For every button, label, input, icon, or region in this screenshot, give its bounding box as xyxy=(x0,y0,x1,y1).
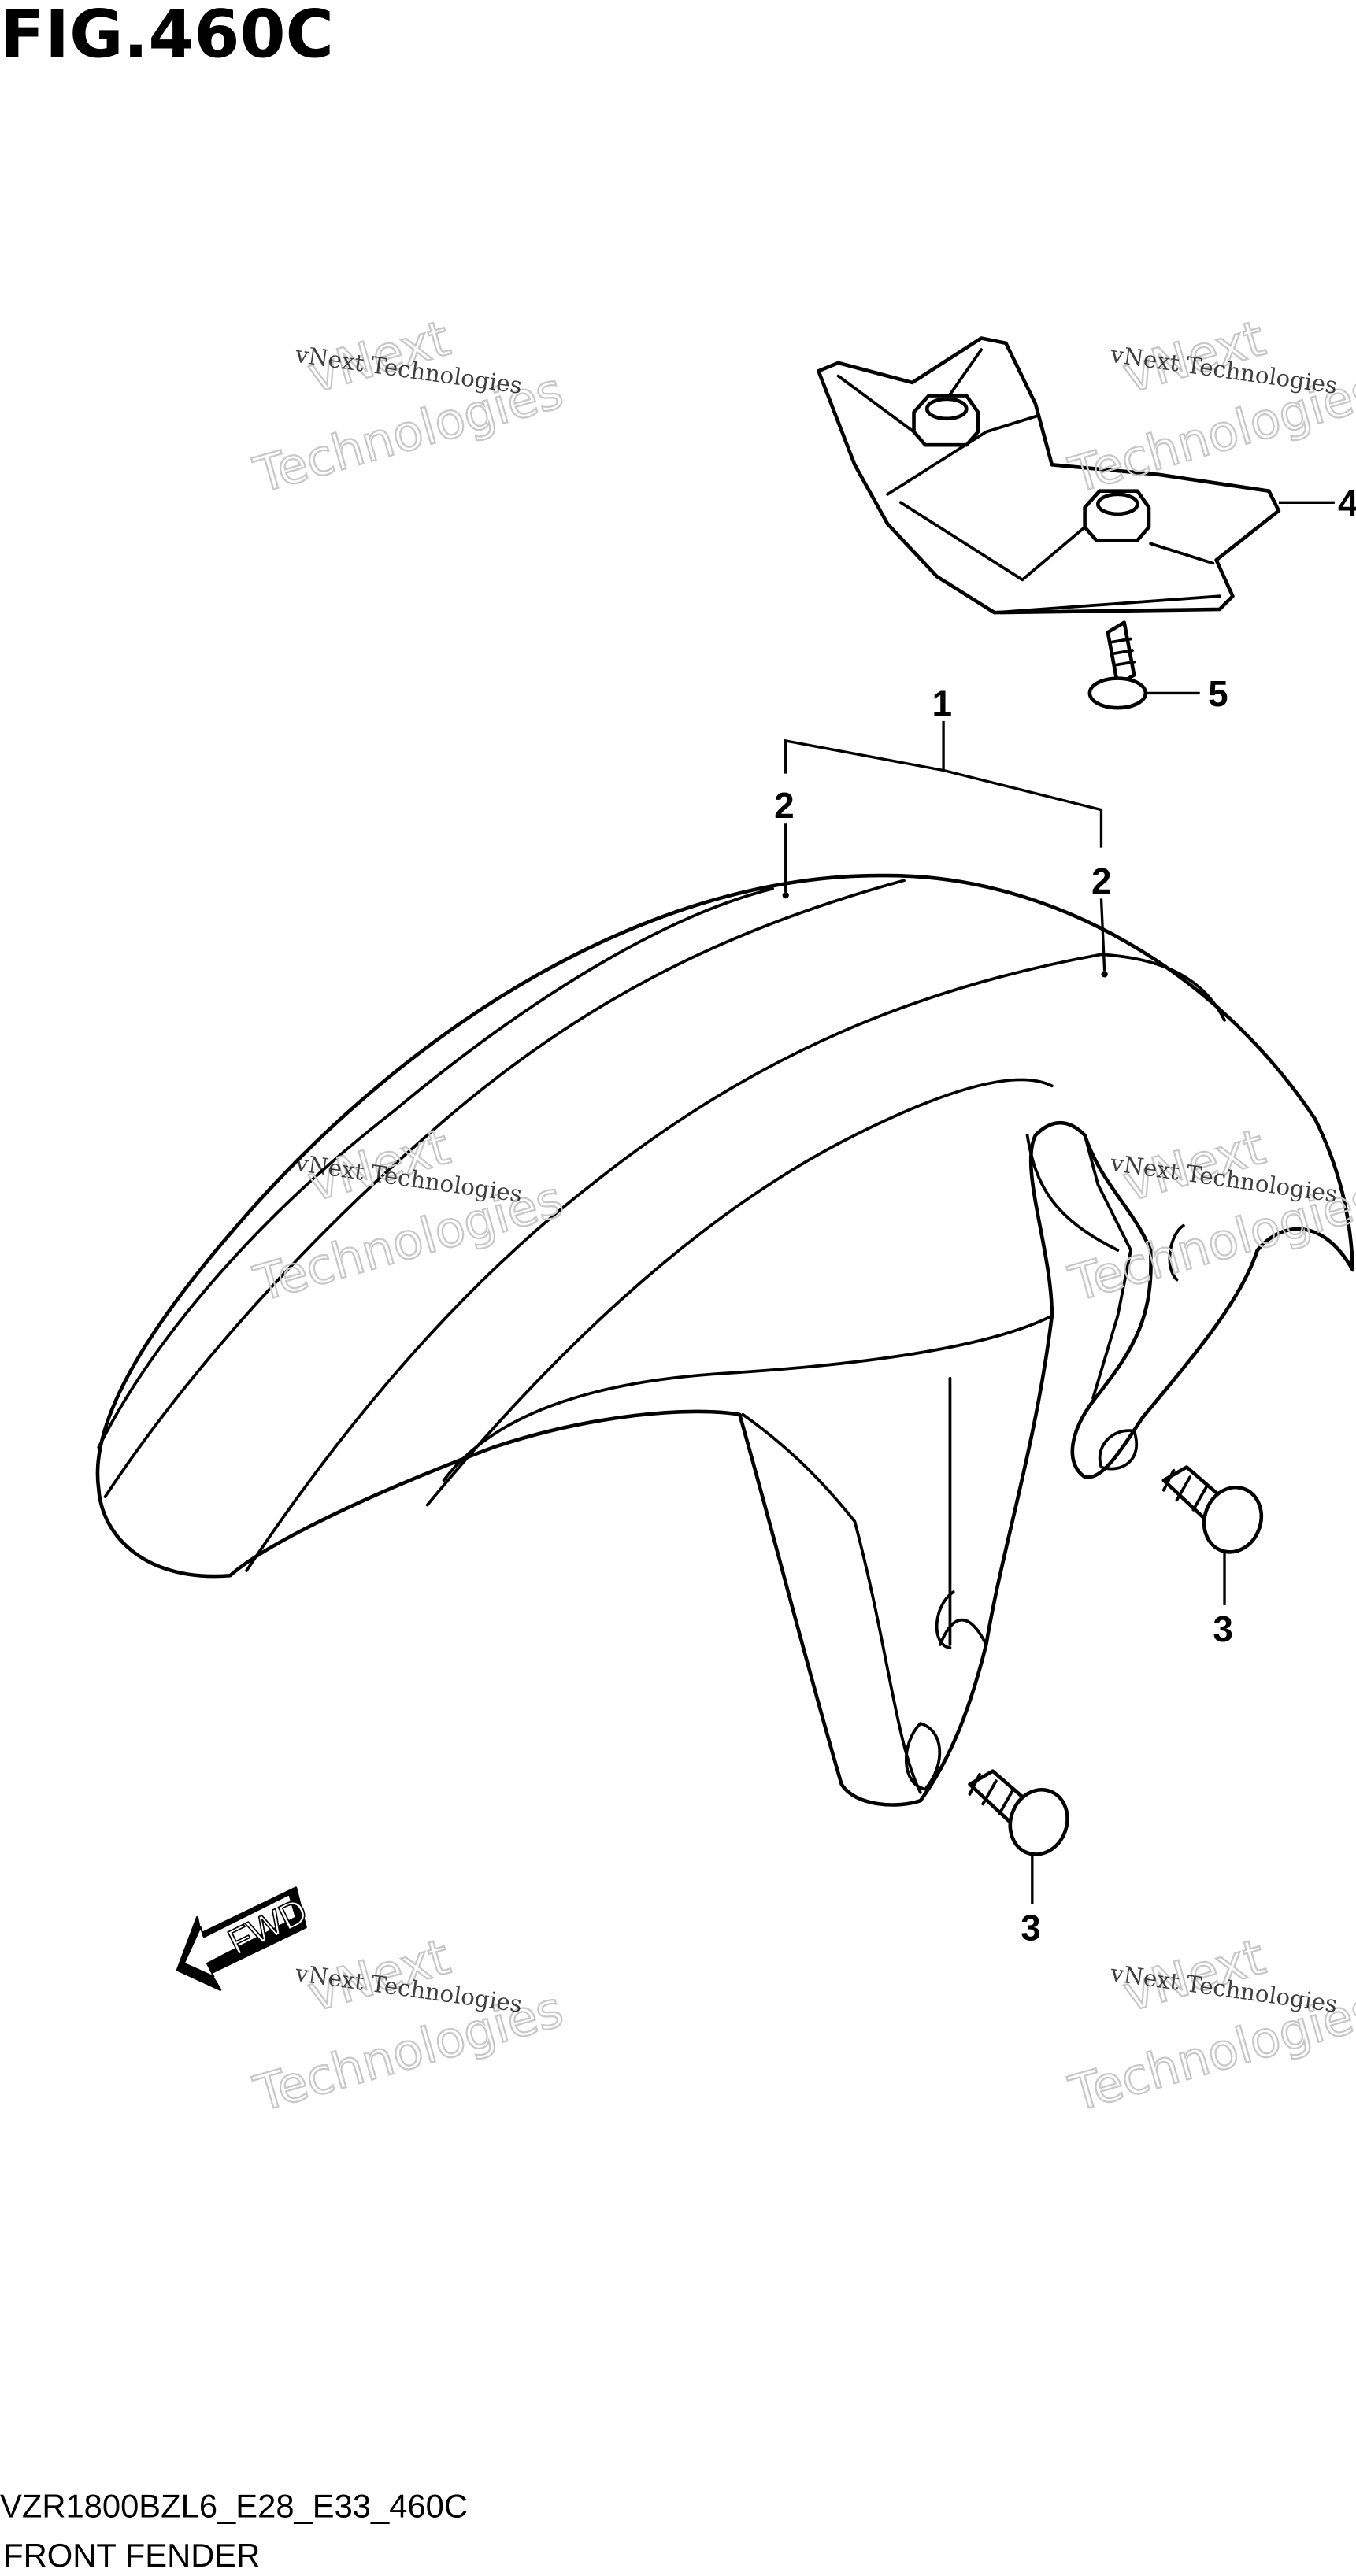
watermark-bottom-left: vNext Technologies vNext Technologies xyxy=(247,1927,570,2124)
model-code: VZR1800BZL6_E28_E33_460C xyxy=(0,2487,468,2524)
callout-1: 1 xyxy=(932,683,952,724)
part-1-front-fender[interactable] xyxy=(95,873,1355,1807)
part-4-bracket[interactable] xyxy=(817,336,1281,615)
callout-5: 5 xyxy=(1208,673,1228,714)
callout-4: 4 xyxy=(1338,483,1356,524)
section-name: FRONT FENDER xyxy=(3,2537,260,2574)
callout-2-left: 2 xyxy=(774,785,795,826)
part-3-bolt-right[interactable] xyxy=(1161,1465,1270,1560)
figure-title: FIG.460C xyxy=(0,0,334,73)
part-5-screw[interactable] xyxy=(1087,620,1148,710)
emblem-point-left xyxy=(782,891,789,899)
fwd-arrow-icon: FWD xyxy=(176,1886,314,1991)
emblem-point-right xyxy=(1101,971,1108,978)
watermark-top-left: vNext Technologies vNext Technologies xyxy=(247,309,570,505)
callout-3-right: 3 xyxy=(1213,1608,1233,1649)
part-3-bolt-left[interactable] xyxy=(968,1769,1076,1863)
nut-upper xyxy=(912,394,980,447)
callout-2-right: 2 xyxy=(1091,861,1112,901)
leader-lines xyxy=(784,501,1335,1904)
callout-3-left: 3 xyxy=(1021,1908,1041,1949)
watermark-bottom-right: vNext Technologies vNext Technologies xyxy=(1062,1927,1356,2124)
nut-lower xyxy=(1083,489,1151,542)
watermark-top-right: vNext Technologies vNext Technologies xyxy=(1062,309,1356,505)
